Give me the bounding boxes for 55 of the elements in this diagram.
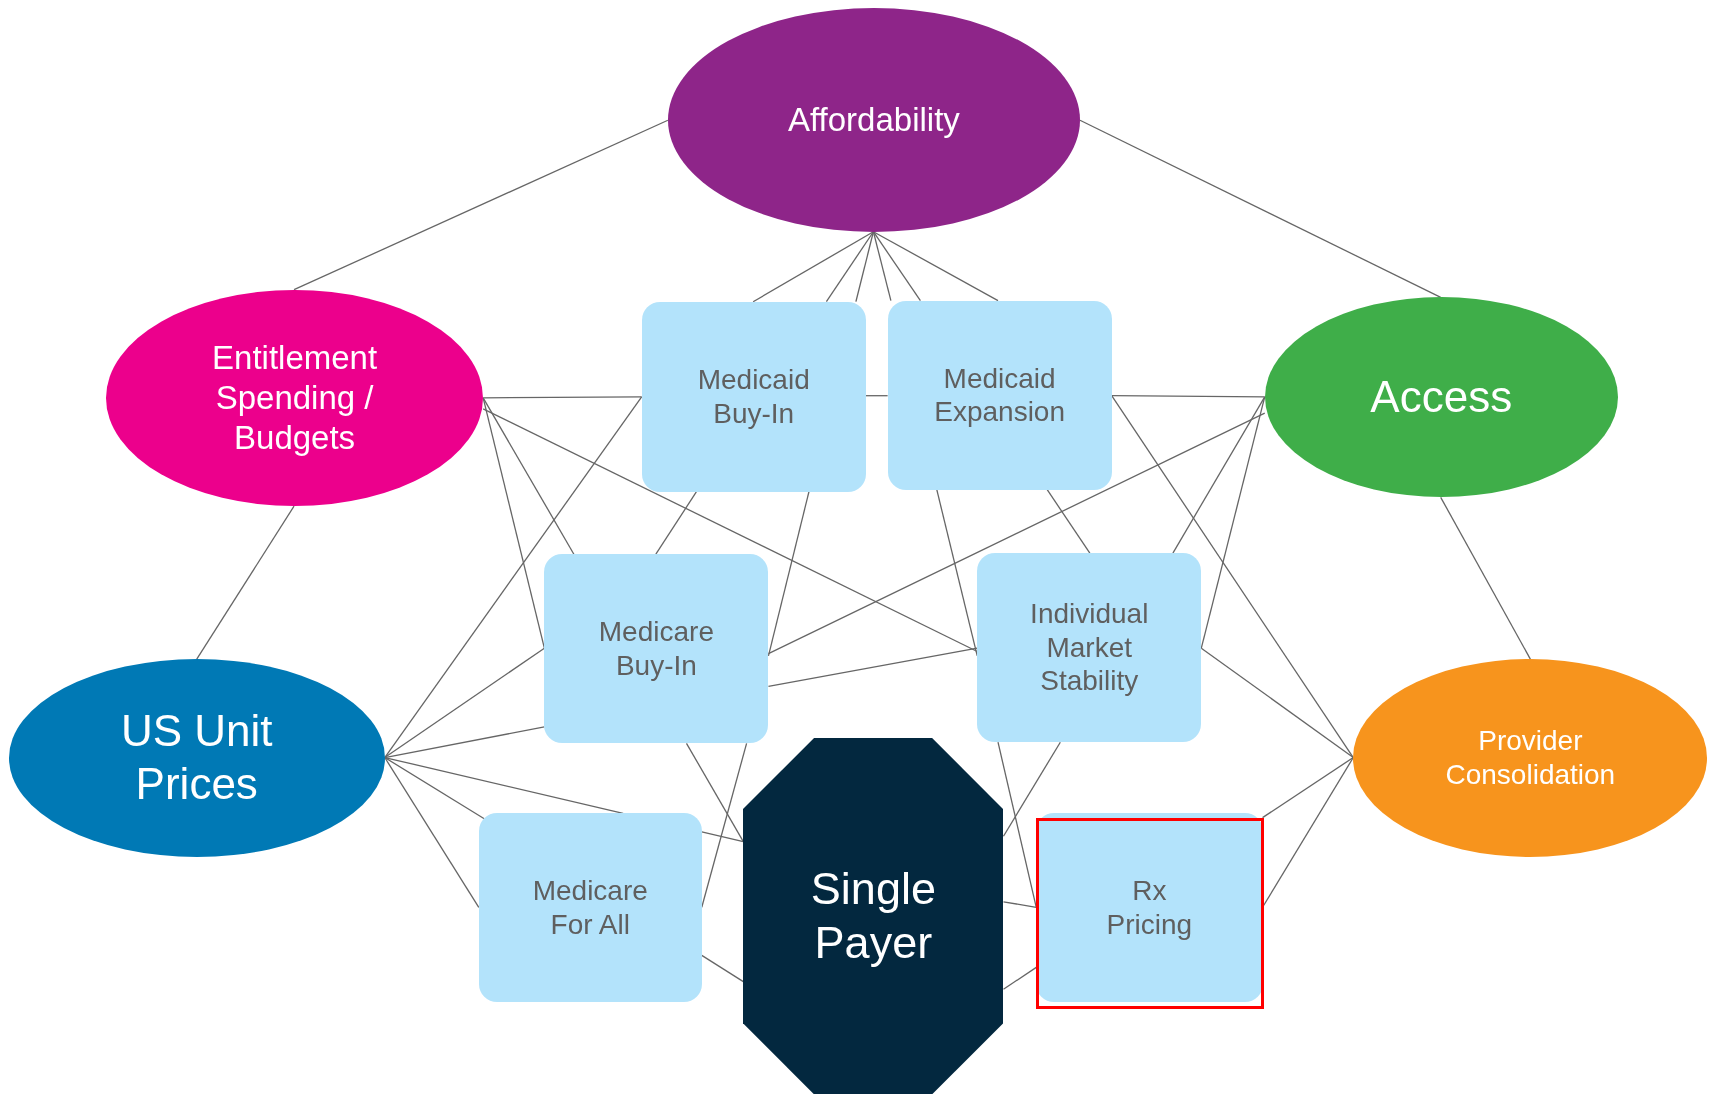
- connector-line: [997, 741, 1037, 908]
- connector-line: [1002, 741, 1061, 837]
- connector-line: [655, 491, 697, 555]
- connector-line: [1261, 756, 1354, 819]
- connector-line: [482, 408, 978, 653]
- rounded-box: [641, 301, 866, 492]
- connector-line: [701, 954, 744, 983]
- node-label: Medicaid Buy-In: [696, 363, 811, 431]
- node-label: Affordability: [788, 99, 960, 140]
- connector-line: [384, 396, 643, 759]
- node-label: Medicaid Expansion: [933, 361, 1066, 429]
- node-label: US Unit Prices: [119, 705, 274, 811]
- node-label: Entitlement Spending / Budgets: [211, 338, 379, 458]
- connector-line: [482, 396, 643, 399]
- connector-line: [767, 647, 978, 688]
- node-label: Individual Market Stability: [1029, 597, 1150, 699]
- connector-line: [384, 756, 624, 814]
- rounded-box: [887, 300, 1112, 490]
- connector-line: [1172, 396, 1266, 554]
- connector-line: [701, 831, 744, 843]
- connector-line: [1440, 496, 1531, 660]
- connector-line: [384, 756, 485, 820]
- connector-line: [196, 505, 295, 660]
- rounded-box: [544, 554, 769, 744]
- connector-line: [701, 742, 748, 908]
- connector-line: [384, 647, 545, 759]
- connector-line: [1111, 395, 1266, 398]
- connector-line: [384, 726, 545, 759]
- connector-line: [872, 231, 892, 302]
- node-label: Single Payer: [809, 862, 937, 970]
- rounded-box: [977, 553, 1202, 743]
- connector-line: [1002, 966, 1037, 990]
- connector-line: [752, 231, 875, 303]
- connector-line: [1111, 395, 1354, 759]
- connector-line: [685, 742, 744, 843]
- node-label: Provider Consolidation: [1444, 724, 1617, 792]
- connector-line: [872, 231, 922, 302]
- connector-line: [1046, 489, 1091, 554]
- connector-line: [1200, 647, 1354, 759]
- connector-line: [865, 395, 889, 397]
- node-label: Medicare For All: [531, 874, 649, 942]
- node-label: Access: [1370, 370, 1513, 423]
- connector-line: [872, 231, 999, 302]
- node-label: Rx Pricing: [1105, 874, 1194, 942]
- connector-line: [482, 397, 575, 555]
- rounded-box: [478, 813, 702, 1003]
- connector-line: [1261, 756, 1354, 908]
- connector-line: [825, 231, 875, 303]
- connector-line: [293, 119, 669, 291]
- connector-line: [767, 412, 1266, 655]
- connector-line: [855, 231, 875, 303]
- connector-line: [1079, 119, 1442, 298]
- connector-line: [384, 756, 480, 908]
- connector-line: [1002, 901, 1037, 908]
- node-label: Medicare Buy-In: [597, 615, 715, 683]
